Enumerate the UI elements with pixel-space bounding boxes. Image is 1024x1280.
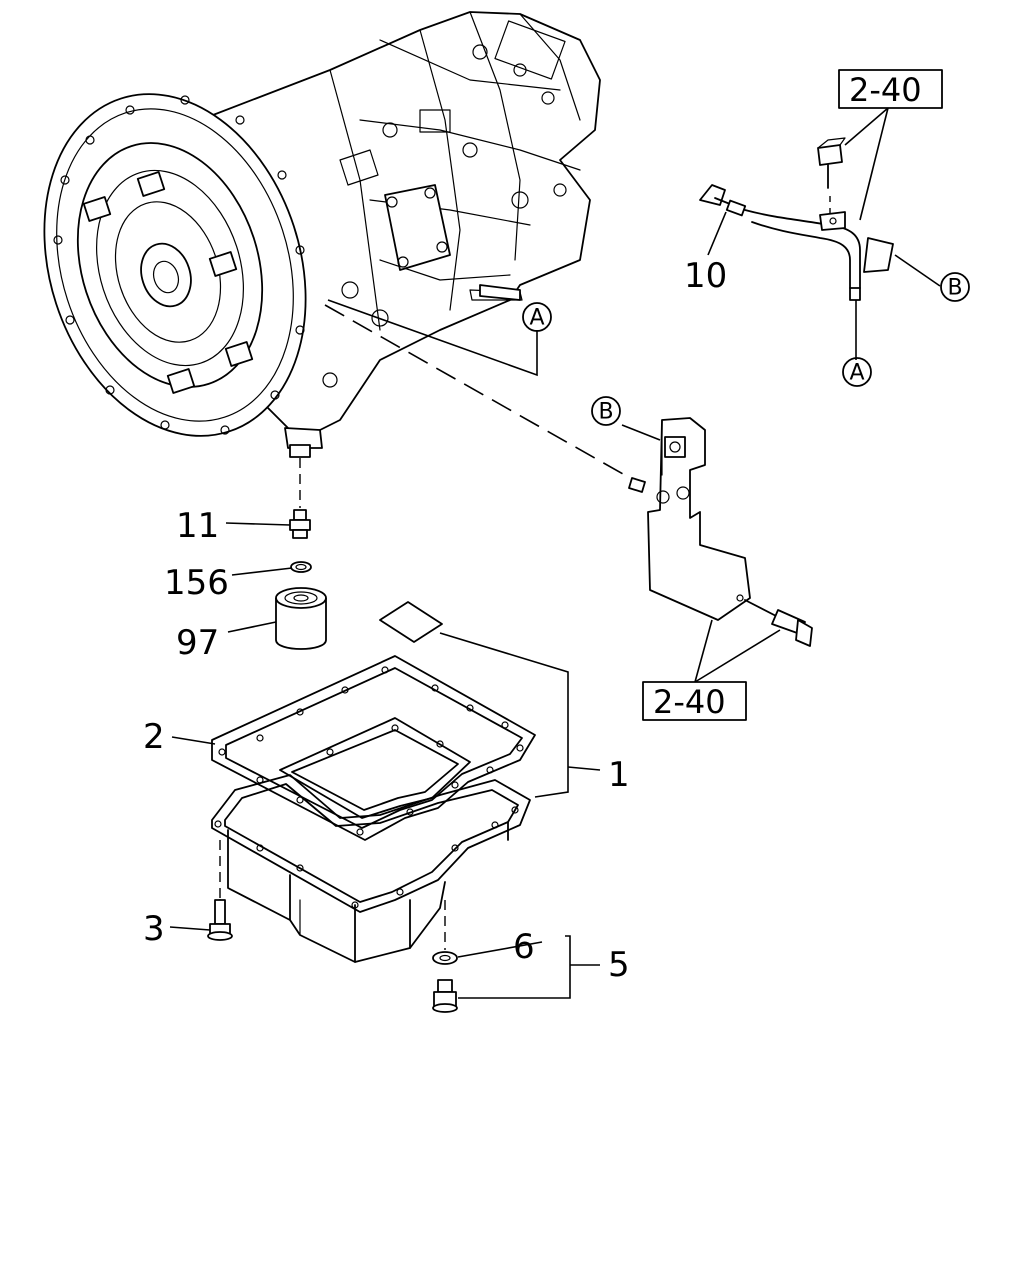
callout-2: 2 <box>143 717 165 757</box>
marker-a-tube: A <box>842 357 872 387</box>
washer-156 <box>290 561 312 573</box>
callout-5: 5 <box>608 945 630 985</box>
oil-pan <box>211 774 531 963</box>
washer-6 <box>432 951 458 965</box>
callout-97: 97 <box>176 623 219 663</box>
callout-156: 156 <box>164 563 229 603</box>
marker-b-tube-label: B <box>947 276 962 301</box>
bracket-bolt <box>744 599 813 647</box>
gasket-2 <box>211 655 536 841</box>
mounting-bracket <box>628 417 751 621</box>
filler-tube-assembly <box>699 184 894 350</box>
ref-box-top: 2-40 <box>838 69 943 109</box>
ref-box-bottom: 2-40 <box>642 681 747 721</box>
drain-plug-11 <box>289 509 311 539</box>
marker-b-bracket-label: B <box>598 400 613 425</box>
pan-bolt-3 <box>207 899 233 941</box>
transmission-assembly <box>43 11 601 458</box>
marker-b-tube: B <box>940 272 970 302</box>
strainer-pad <box>379 601 443 643</box>
marker-b-bracket: B <box>591 396 621 426</box>
tube-bolt <box>817 137 846 189</box>
guide-line-bracket <box>324 304 631 479</box>
callout-11: 11 <box>176 506 219 546</box>
marker-a-transmission-label: A <box>529 306 544 331</box>
washer-156-inner <box>295 563 307 571</box>
callout-3: 3 <box>143 909 165 949</box>
callout-1: 1 <box>608 755 630 795</box>
drain-plug-5 <box>432 979 458 1013</box>
callout-6: 6 <box>513 927 535 967</box>
filter-97 <box>275 587 327 650</box>
washer-6-inner <box>439 954 451 962</box>
ref-box-top-label: 2-40 <box>849 71 922 109</box>
marker-a-tube-label: A <box>849 361 864 386</box>
callout-10: 10 <box>684 256 727 296</box>
marker-a-transmission: A <box>522 302 552 332</box>
ref-box-bottom-label: 2-40 <box>653 683 726 721</box>
